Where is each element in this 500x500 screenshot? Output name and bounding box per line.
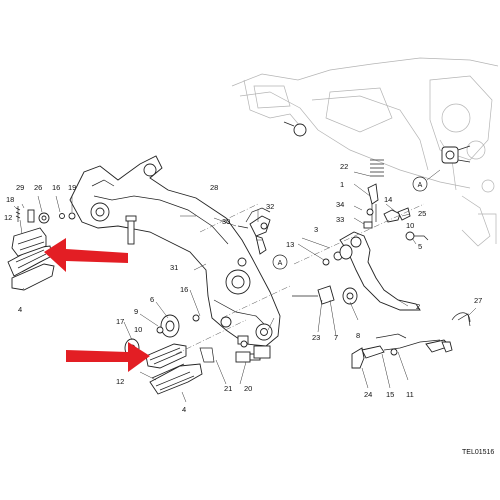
highlight-arrow-lower [66, 342, 150, 372]
reference-mark-circle: A [412, 169, 441, 192]
callout-9: 9 [134, 307, 138, 316]
callout-10-upper: 10 [406, 221, 414, 230]
footpeg-bracket [69, 155, 281, 347]
callout-29: 29 [16, 183, 24, 192]
callout-21: 21 [224, 384, 232, 393]
callout-4-lower: 4 [182, 405, 186, 414]
callout-2: 2 [416, 302, 420, 311]
callout-17: 17 [116, 317, 124, 326]
callout-13: 13 [286, 240, 294, 249]
drawing-code: TEL01516 [462, 449, 494, 456]
axis-line [293, 203, 425, 265]
reference-mark-circle: A [272, 254, 288, 270]
callout-12-upper: 12 [4, 213, 12, 222]
callout-26: 26 [34, 183, 42, 192]
callout-34: 34 [336, 200, 344, 209]
callout-1: 1 [340, 180, 344, 189]
callout-14: 14 [384, 195, 392, 204]
callout-3: 3 [314, 225, 318, 234]
axis-line [175, 319, 247, 355]
callout-20: 20 [244, 384, 252, 393]
callout-6: 6 [150, 295, 154, 304]
callout-18: 18 [6, 195, 14, 204]
callout-11: 11 [406, 390, 414, 399]
callout-22: 22 [340, 162, 348, 171]
upper-footpeg-assembly [7, 206, 76, 291]
callout-5: 5 [418, 242, 422, 251]
callout-27: 27 [474, 296, 482, 305]
shift-linkage [237, 207, 271, 255]
callout-33: 33 [336, 215, 344, 224]
callout-30: 30 [222, 217, 230, 226]
reference-mark-label: A [418, 182, 423, 189]
callout-labels: 22 1 34 33 14 25 10 5 3 13 2 27 8 7 23 2… [4, 162, 482, 414]
bracket-bolt [125, 215, 137, 245]
frame-pivot-bolt [283, 121, 471, 164]
axis-line [221, 285, 291, 319]
callout-28: 28 [210, 183, 218, 192]
callout-16-upper: 16 [52, 183, 60, 192]
brake-lever-assembly [292, 159, 429, 311]
callout-4-upper: 4 [18, 305, 22, 314]
callout-15: 15 [386, 390, 394, 399]
callout-10-lower: 10 [134, 325, 142, 334]
pivot-bolts-lower [235, 335, 271, 363]
reference-mark-label: A [278, 260, 283, 267]
callout-12-lower: 12 [116, 377, 124, 386]
brake-switch-linkage [351, 312, 471, 369]
callout-24: 24 [364, 390, 372, 399]
highlight-arrow-upper [44, 238, 128, 272]
callout-23: 23 [312, 333, 320, 342]
leader-lines [13, 171, 477, 403]
callout-19: 19 [68, 183, 76, 192]
callout-31: 31 [170, 263, 178, 272]
callout-8: 8 [356, 331, 360, 340]
callout-32: 32 [266, 202, 274, 211]
callout-16-lower: 16 [180, 285, 188, 294]
callout-7: 7 [334, 333, 338, 342]
callout-25: 25 [418, 209, 426, 218]
